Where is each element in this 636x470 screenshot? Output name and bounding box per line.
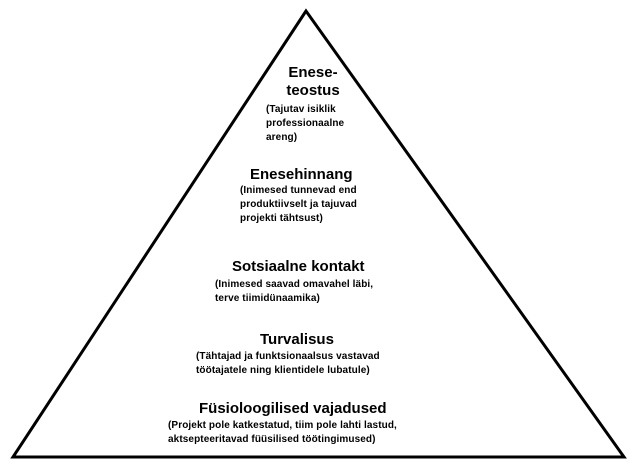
level-1-description: (Tajutav isiklik professionaalne areng) (266, 104, 345, 143)
level-5-title: Füsioloogilised vajadused (199, 400, 387, 417)
level-1-title: Enese- teostus (286, 64, 340, 99)
level-2-description: (Inimesed tunnevad end produktiivselt ja… (240, 185, 357, 224)
level-2-title: Enesehinnang (250, 166, 353, 183)
level-3-title: Sotsiaalne kontakt (232, 258, 365, 275)
pyramid-outline (10, 8, 627, 459)
level-4-title: Turvalisus (260, 331, 334, 348)
level-5-description: (Projekt pole katkestatud, tiim pole lah… (168, 420, 397, 445)
level-3-description: (Inimesed saavad omavahel läbi, terve ti… (215, 279, 374, 304)
level-4-description: (Tähtajad ja funktsionaalsus vastavad tö… (196, 351, 380, 376)
